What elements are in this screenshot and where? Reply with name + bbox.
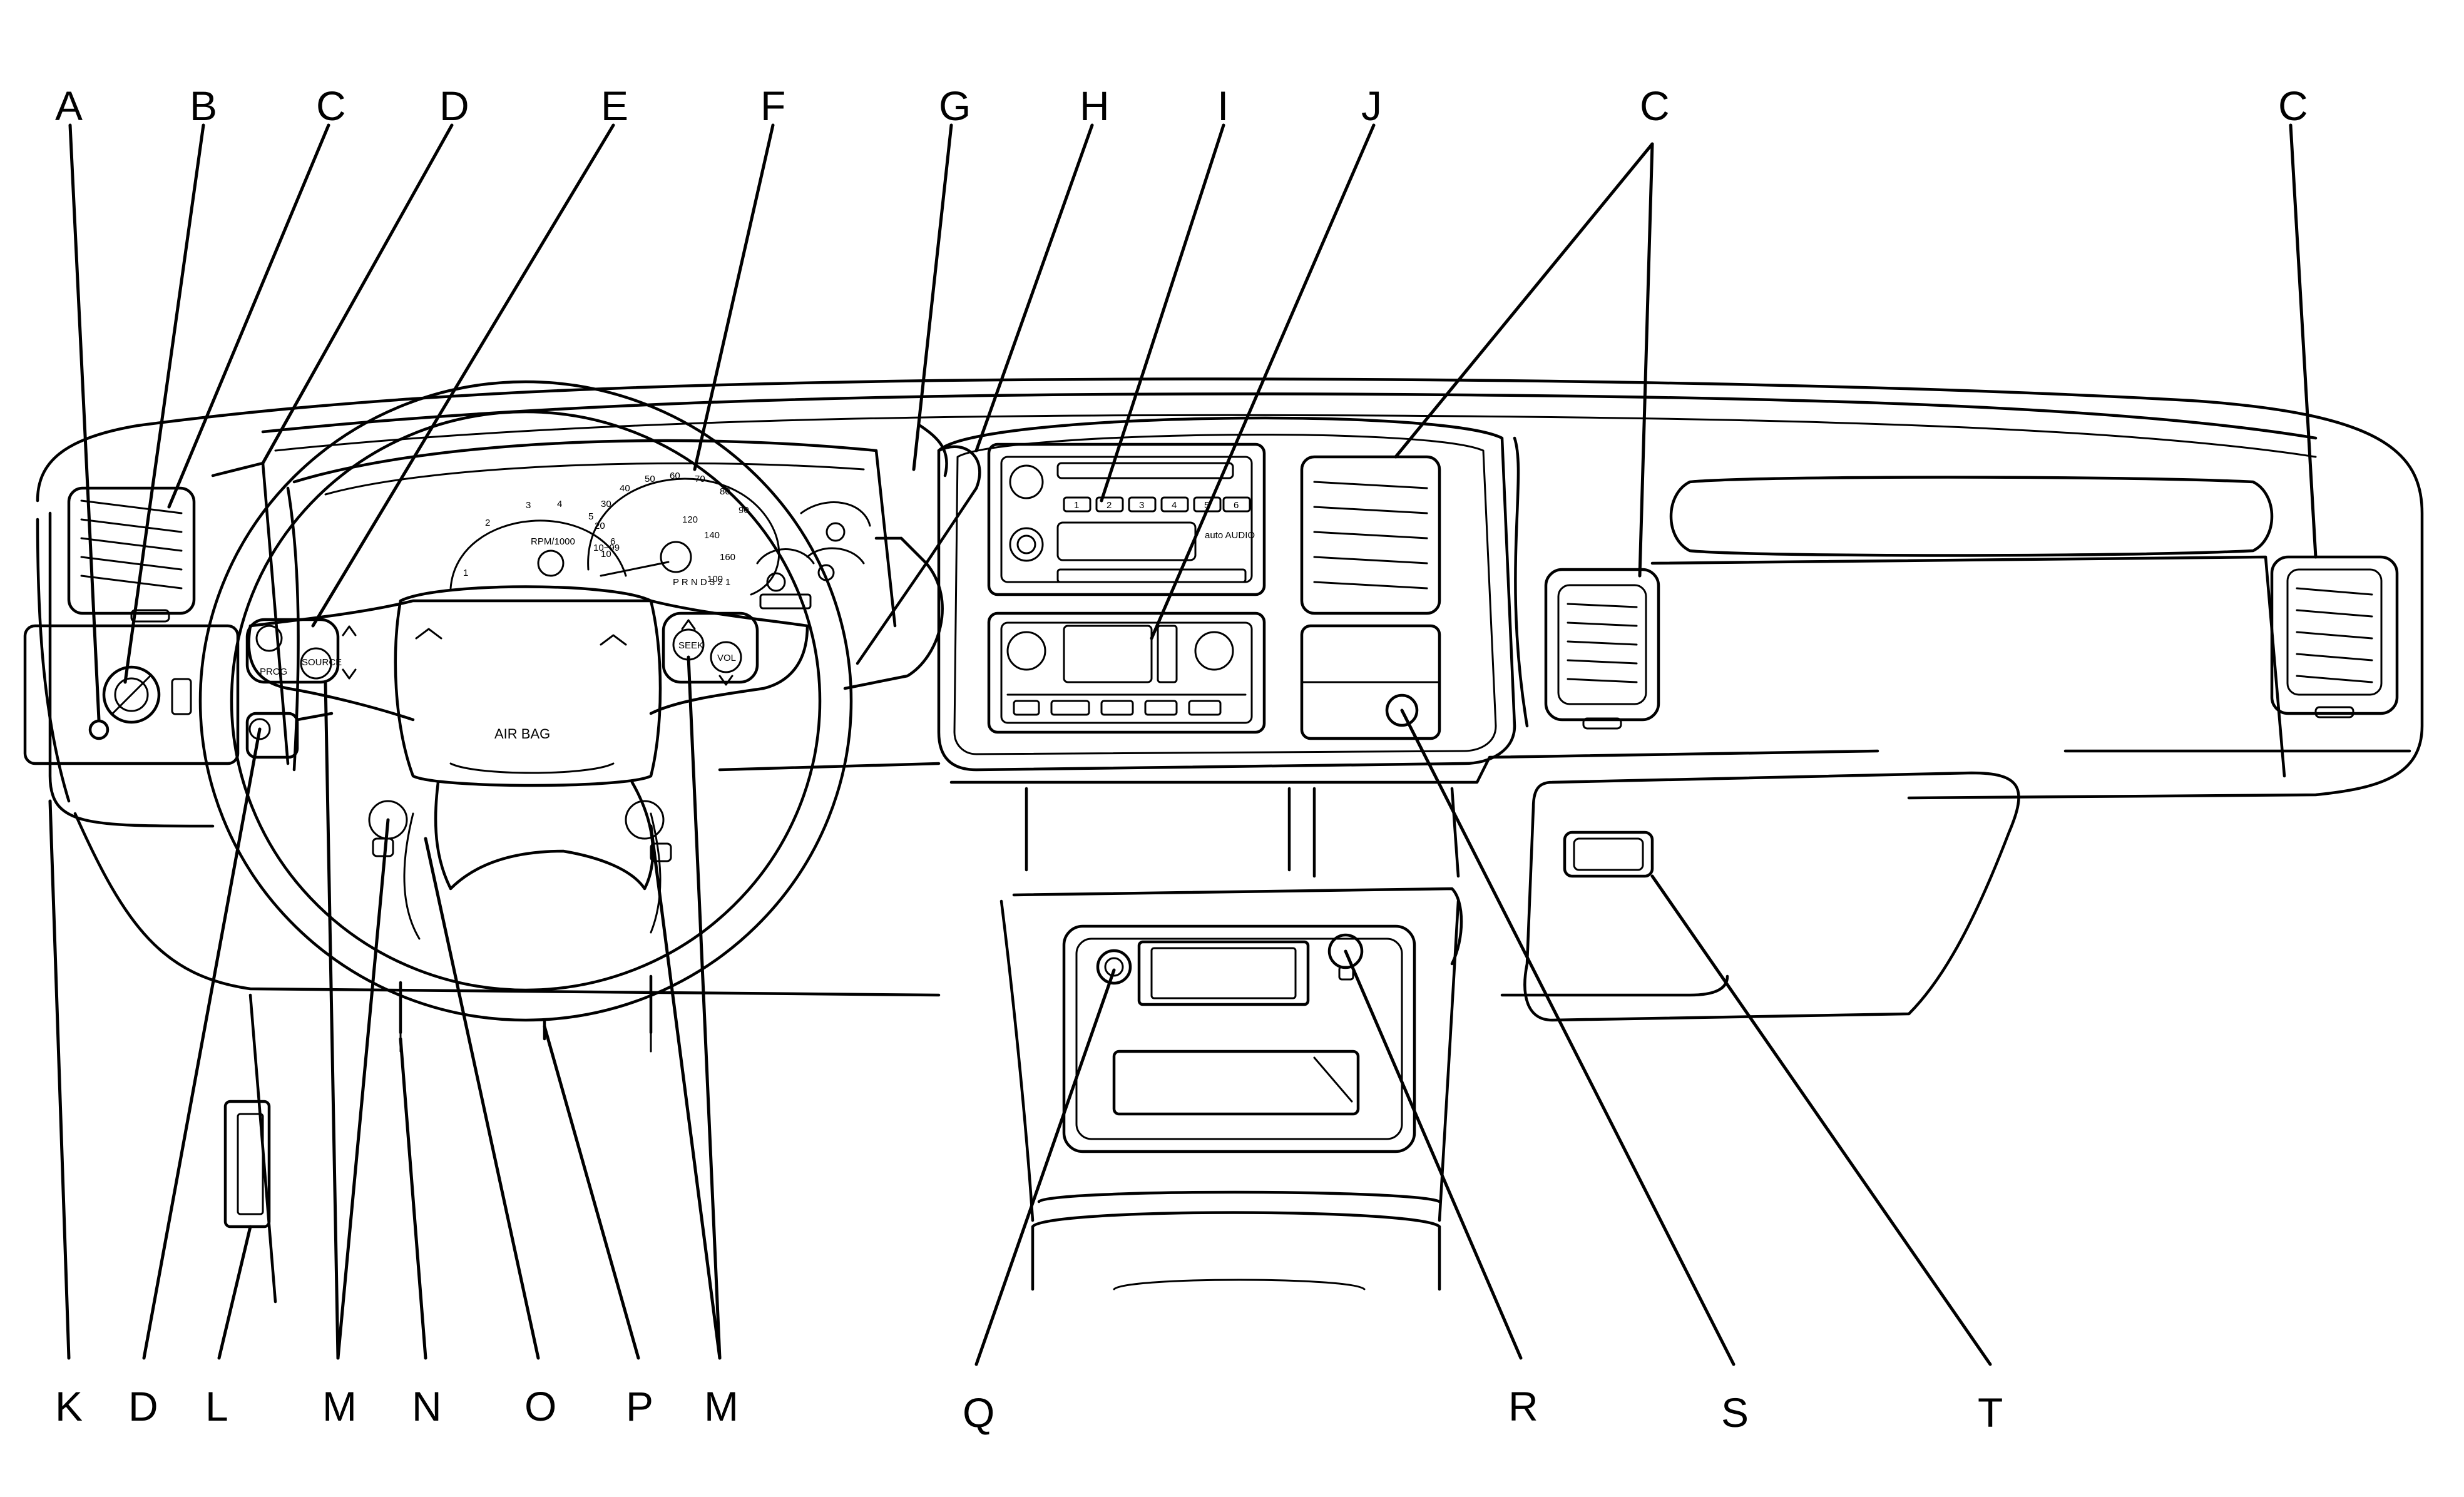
speedometer-gauge: 10 20 30 40 50 60 70 80 90 100 120 140 1… [587, 471, 780, 596]
callout-label: T [1978, 1389, 2003, 1436]
interior-lamp-dimmer [88, 719, 110, 740]
callout-label: S [1721, 1389, 1749, 1436]
preset-label: 4 [1172, 500, 1177, 511]
speed-tick: 100 [707, 574, 723, 585]
center-console [999, 787, 1463, 1291]
hazard-and-accessory-panel [1300, 624, 1441, 740]
speed-tick: 20 [595, 521, 605, 531]
tach-tick: 1 [463, 568, 468, 578]
tachometer-tick-labels: 1 2 3 4 5 6 [463, 499, 615, 578]
callout-label: B [190, 83, 217, 129]
callout-label: J [1361, 83, 1382, 129]
callout-label: C [1640, 83, 1670, 129]
callout-label: Q [963, 1389, 994, 1436]
tach-tick: 5 [588, 511, 593, 522]
preset-label: 6 [1234, 500, 1239, 511]
center-stack [937, 416, 1516, 772]
callout-label: E [601, 83, 628, 129]
steering-wheel-audio-controls-left: PROG SOURCE [245, 618, 357, 684]
callout-label: A [55, 83, 83, 129]
callout-label: O [524, 1383, 556, 1429]
callout-label: K [55, 1383, 83, 1429]
preset-label: 3 [1139, 500, 1144, 511]
steering-wheel-audio-controls-right: SEEK VOL [662, 611, 759, 686]
odometer-label: 10−99 [593, 543, 620, 553]
speed-tick: 30 [601, 499, 611, 509]
preset-label: 5 [1204, 500, 1209, 511]
steering-wheel: AIR BAG [198, 380, 853, 1041]
audio-system: 1 2 3 4 5 6 auto AUDIO [987, 442, 1266, 596]
right-center-vent [1544, 568, 1660, 730]
right-outboard-vent [2270, 555, 2399, 718]
speedometer-tick-labels: 10 20 30 40 50 60 70 80 90 100 120 140 1… [595, 471, 749, 585]
callout-label: M [704, 1383, 739, 1429]
auto-audio-label: auto AUDIO [1205, 530, 1255, 541]
speed-tick: 60 [670, 471, 680, 481]
speed-tick: 160 [720, 552, 735, 563]
preset-label: 1 [1074, 500, 1079, 511]
glove-box [1523, 771, 2020, 1022]
callout-label: I [1217, 83, 1229, 129]
callout-leader-lines [48, 123, 2318, 1366]
headlamp-switch-knob [102, 665, 192, 724]
center-vent [1300, 455, 1441, 615]
fuel-and-temp-gauges [756, 501, 871, 610]
steering-wheel-lower-controls [368, 800, 672, 862]
tach-tick: 3 [526, 500, 531, 511]
prndl-indicator: P R N D 3 2 1 [673, 577, 730, 588]
passenger-side-dash [1513, 436, 2286, 778]
callout-label: P [626, 1383, 653, 1429]
vol-button-label: VOL [717, 653, 736, 663]
tach-tick: 2 [485, 518, 490, 528]
radio-preset-buttons: 1 2 3 4 5 6 [1063, 496, 1251, 513]
climate-control-panel [987, 611, 1266, 734]
speed-tick: 50 [645, 474, 655, 484]
speed-tick: 120 [682, 514, 698, 525]
speed-tick: 70 [695, 474, 705, 484]
shift-lever [843, 424, 981, 690]
left-outboard-vent [23, 486, 240, 765]
preset-label: 2 [1107, 500, 1112, 511]
speed-tick: 140 [704, 530, 720, 541]
speed-tick: 10 [601, 549, 611, 559]
source-button-label: SOURCE [302, 657, 342, 668]
seek-button-label: SEEK [678, 640, 703, 651]
lower-left-panel [223, 993, 652, 1304]
callout-label: C [316, 83, 346, 129]
callout-label: G [939, 83, 971, 129]
callout-label: C [2278, 83, 2308, 129]
airbag-label: AIR BAG [494, 726, 550, 742]
callout-label: H [1080, 83, 1110, 129]
tachometer-gauge: RPM/1000 1 2 3 4 5 6 [449, 499, 627, 590]
tach-tick: 6 [610, 536, 615, 547]
callout-label: R [1508, 1383, 1538, 1429]
callout-label: F [760, 83, 785, 129]
instrument-cluster: RPM/1000 1 2 3 4 5 6 10 20 30 40 50 60 [292, 439, 897, 628]
dashboard-body [36, 377, 2424, 997]
callout-labels-top: A B C D E F G H I J C C [55, 83, 2308, 129]
callout-label: M [322, 1383, 357, 1429]
callout-label: L [205, 1383, 228, 1429]
tach-tick: 4 [557, 499, 562, 509]
callout-label: N [412, 1383, 442, 1429]
prog-button-label: PROG [260, 667, 287, 677]
callout-label: D [128, 1383, 158, 1429]
callout-labels-bottom: K D L M N O P M Q R S T [55, 1383, 2003, 1436]
left-dash-pillar [211, 461, 300, 772]
speed-tick: 40 [620, 483, 630, 494]
callout-label: D [439, 83, 469, 129]
tachometer-label: RPM/1000 [531, 536, 575, 547]
